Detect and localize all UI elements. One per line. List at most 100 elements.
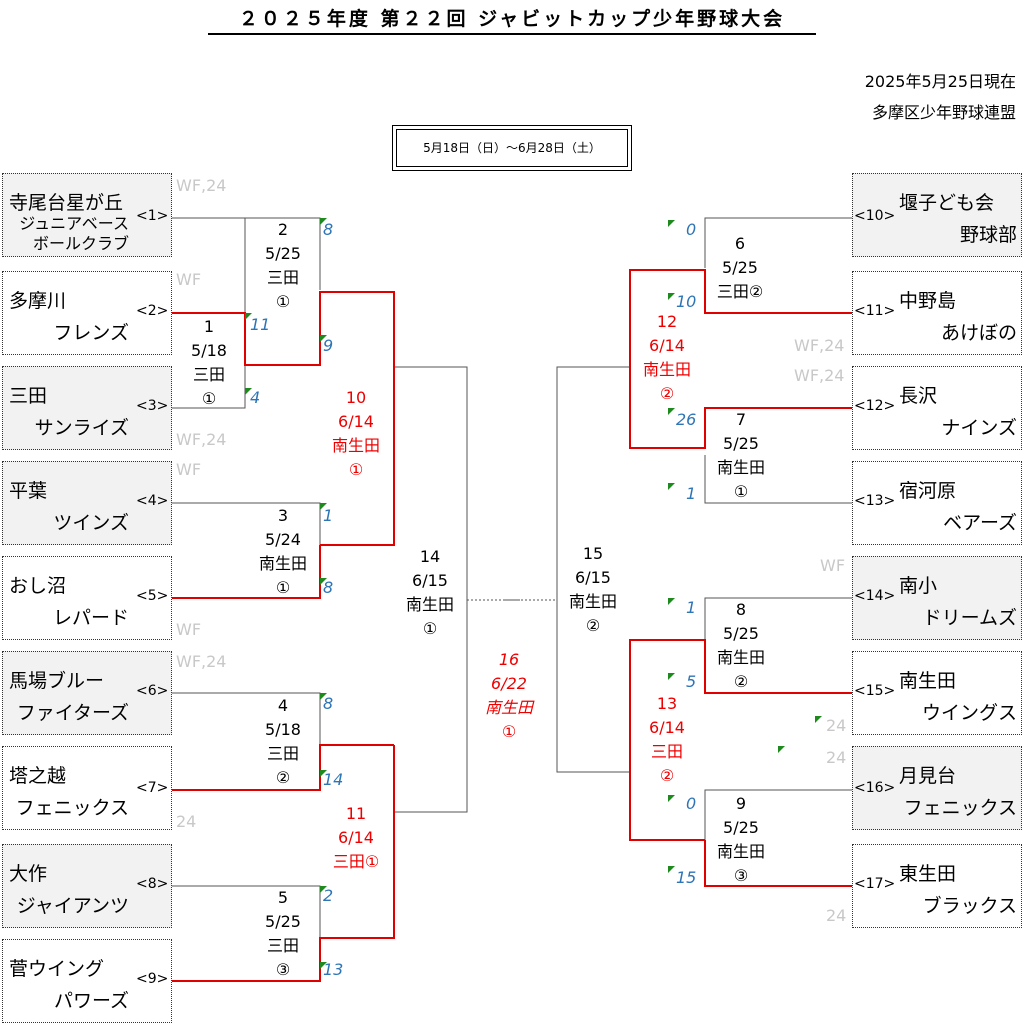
score: 8 [323, 694, 334, 713]
marker [668, 673, 675, 680]
team-name: 大作 [9, 863, 48, 885]
team-name: 東生田 [899, 863, 957, 885]
team-name-sub: ナインズ [941, 417, 1017, 439]
marker [320, 693, 327, 700]
bracket-line [704, 217, 852, 268]
seed-label: <13> [854, 493, 896, 509]
bracket-line [704, 789, 852, 840]
team-name: 菅ウイング [9, 958, 105, 980]
marker [668, 795, 675, 802]
team-name-sub: ドリームズ [922, 607, 1017, 629]
score: 9 [323, 336, 334, 355]
team-name-sub: ジャイアンツ [16, 895, 129, 917]
seed-label: <2> [136, 303, 169, 319]
score: 4 [250, 388, 261, 407]
team-box-16: 月見台 フェニックス [852, 746, 1022, 830]
match-4: 4 5/18 三田 ② [265, 696, 301, 787]
team-box-4: 平葉 ツインズ [2, 461, 172, 545]
wf-mark: WF,24 [176, 430, 227, 449]
score: 11 [250, 315, 271, 334]
team-name: 中野島 [899, 290, 957, 312]
score: 15 [676, 868, 697, 887]
match-8: 8 5/25 南生田 ② [716, 600, 765, 691]
team-box-8: 大作 ジャイアンツ [2, 844, 172, 928]
team-name: おし沼 [9, 575, 67, 597]
seed-label: <8> [136, 876, 169, 892]
team-name-sub: レパード [52, 607, 129, 629]
team-name: 月見台 [899, 765, 957, 787]
match-11: 11 6/14 三田① [332, 804, 380, 871]
wf-mark: WF [176, 270, 202, 289]
seed-label: <7> [136, 780, 169, 796]
score: 8 [323, 578, 334, 597]
team-box-3: 三田 サンライズ [2, 366, 172, 450]
marker [320, 335, 327, 342]
seed-label: <15> [854, 683, 896, 699]
seed-label: <14> [854, 588, 896, 604]
winner-line [629, 639, 852, 841]
match-14: 14 6/15 南生田 ① [405, 547, 454, 638]
seed-label: <9> [136, 971, 169, 987]
match-2: 2 5/25 三田 ① [265, 220, 301, 311]
team-name-sub: ウイングス [921, 702, 1017, 724]
score: 2 [323, 886, 334, 905]
period-box: 5月18日（日）～6月28日（土） [392, 125, 632, 171]
wf-mark: WF,24 [794, 336, 845, 355]
seed-label: <11> [854, 303, 896, 319]
wf-mark: WF,24 [176, 176, 227, 195]
marker [320, 218, 327, 225]
wf-mark: WF [176, 460, 202, 479]
score: 26 [676, 410, 697, 429]
wf-mark: WF [176, 620, 202, 639]
team-box-1: 寺尾台星が丘 ジュニアベース ボールクラブ [2, 173, 172, 257]
team-box-5: おし沼 レパード [2, 556, 172, 640]
team-box-2: 多摩川 フレンズ [2, 271, 172, 355]
seed-label: <5> [136, 588, 169, 604]
score: 1 [686, 598, 697, 617]
winner-line [172, 745, 395, 982]
score: 8 [323, 220, 334, 239]
wf-mark: 24 [826, 748, 847, 767]
seed-label: <17> [854, 876, 896, 892]
marker [778, 746, 785, 753]
marker [668, 598, 675, 605]
team-name-sub: サンライズ [34, 417, 129, 439]
seed-label: <4> [136, 493, 169, 509]
marker [668, 408, 675, 415]
team-name: 長沢 [899, 385, 938, 407]
team-box-11: 中野島 あけぼの [852, 271, 1022, 355]
marker [320, 578, 327, 585]
match-1: 1 5/18 三田 ① [191, 317, 227, 408]
seed-label: <6> [136, 683, 169, 699]
winner-line [629, 269, 852, 449]
team-name: 平葉 [9, 480, 48, 502]
team-name-sub: ツインズ [53, 512, 129, 534]
seed-label: <12> [854, 398, 896, 414]
team-name: 南生田 [899, 670, 957, 692]
marker [320, 962, 327, 969]
score: 0 [686, 794, 697, 813]
wf-mark: 24 [826, 906, 847, 925]
seed-label: <3> [136, 398, 169, 414]
marker [320, 503, 327, 510]
bracket-line [704, 455, 852, 504]
team-box-14: 南小 ドリームズ [852, 556, 1022, 640]
team-name: 寺尾台星が丘 [9, 192, 124, 214]
title-underline [208, 33, 816, 35]
marker [668, 220, 675, 227]
team-name-sub: フェニックス [903, 797, 1017, 819]
marker [245, 313, 252, 320]
team-name-sub: ベアーズ [943, 512, 1017, 534]
marker [668, 866, 675, 873]
marker [245, 388, 252, 395]
winner-line [172, 545, 321, 599]
match-9: 9 5/25 南生田 ③ [716, 794, 765, 885]
team-box-13: 宿河原 ベアーズ [852, 461, 1022, 545]
page-title: ２０２５年度 第２２回 ジャビットカップ少年野球大会 [238, 8, 786, 30]
winner-line [704, 840, 852, 887]
winner-line [172, 744, 394, 791]
team-name-sub: ファイターズ [16, 702, 129, 724]
score: 5 [686, 672, 697, 691]
team-box-12: 長沢 ナインズ [852, 366, 1022, 450]
team-name: 三田 [9, 385, 48, 407]
